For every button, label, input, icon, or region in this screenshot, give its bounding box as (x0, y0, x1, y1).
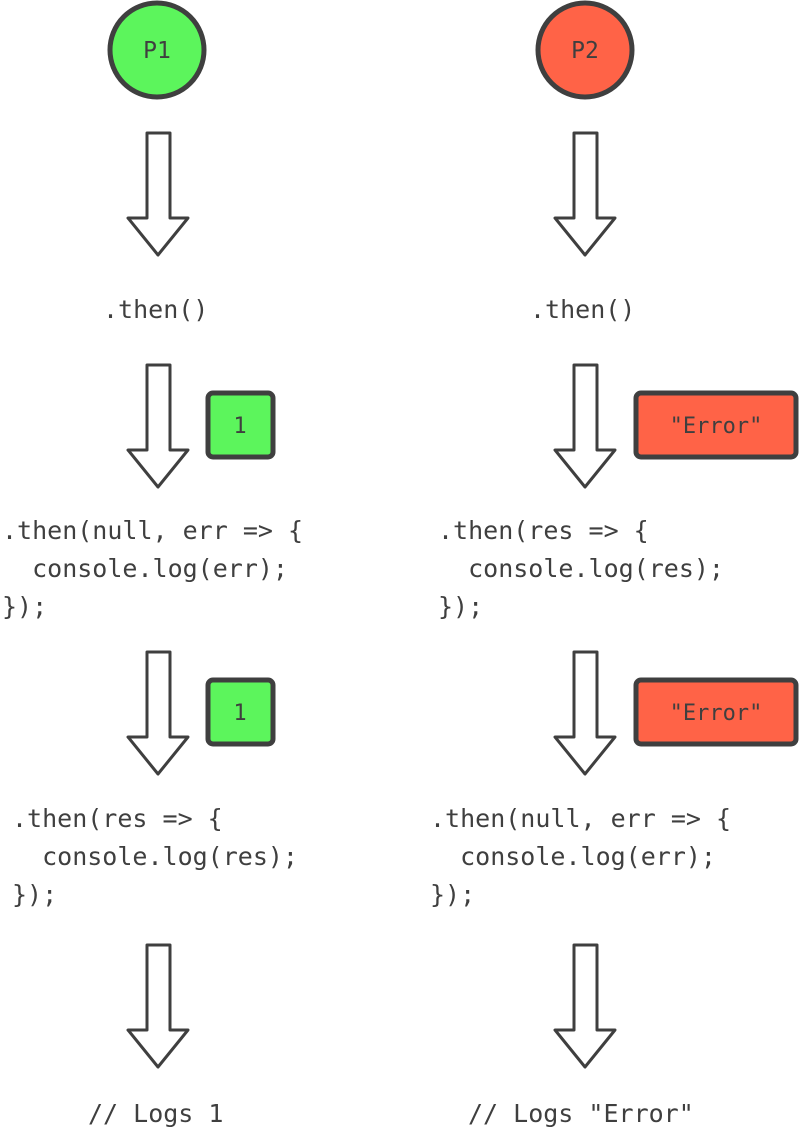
left-value-box-1 (205, 390, 276, 460)
left-code-block-2: .then(null, err => { console.log(err); }… (2, 516, 303, 621)
right-result-comment: // Logs "Error" (468, 1099, 694, 1128)
code-line: .then(null, err => { (2, 516, 303, 545)
left-column: P1 .then() 1 .then(null, err => { consol… (2, 0, 303, 1128)
right-code-block-3: .then(null, err => { console.log(err); }… (430, 804, 731, 909)
left-value-label-1: 1 (233, 414, 246, 439)
code-line: console.log(err); (2, 554, 288, 583)
code-line: .then(res => { (438, 516, 649, 545)
p2-node-label: P2 (571, 38, 599, 64)
code-line: console.log(res); (438, 554, 724, 583)
left-code-block-3: .then(res => { console.log(res); }); (12, 804, 298, 909)
left-then-empty: .then() (103, 295, 208, 324)
code-line: }); (2, 592, 47, 621)
left-arrow-3 (126, 650, 190, 776)
left-arrow-1 (126, 131, 190, 257)
right-column: P2 .then() "Error" .then(res => { consol… (430, 0, 799, 1128)
code-line: }); (430, 880, 475, 909)
code-line: console.log(res); (12, 842, 298, 871)
left-result-comment: // Logs 1 (88, 1099, 223, 1128)
code-line: }); (12, 880, 57, 909)
left-value-box-2 (205, 677, 276, 747)
left-arrow-2 (126, 363, 190, 489)
code-line: }); (438, 592, 483, 621)
right-value-box-2 (633, 677, 799, 747)
right-arrow-1 (553, 131, 617, 257)
code-line: .then(res => { (12, 804, 223, 833)
p1-node (107, 0, 207, 100)
left-arrow-4 (126, 943, 190, 1069)
right-value-label-1: "Error" (670, 414, 763, 439)
right-arrow-3 (553, 650, 617, 776)
right-value-box-1 (633, 390, 799, 460)
right-arrow-4 (553, 943, 617, 1069)
right-value-label-2: "Error" (670, 701, 763, 726)
p1-node-label: P1 (143, 38, 171, 64)
code-line: console.log(err); (430, 842, 716, 871)
right-then-empty: .then() (530, 295, 635, 324)
left-value-label-2: 1 (233, 701, 246, 726)
code-line: .then(null, err => { (430, 804, 731, 833)
p2-node (535, 0, 635, 100)
right-arrow-2 (553, 363, 617, 489)
right-code-block-2: .then(res => { console.log(res); }); (438, 516, 724, 621)
